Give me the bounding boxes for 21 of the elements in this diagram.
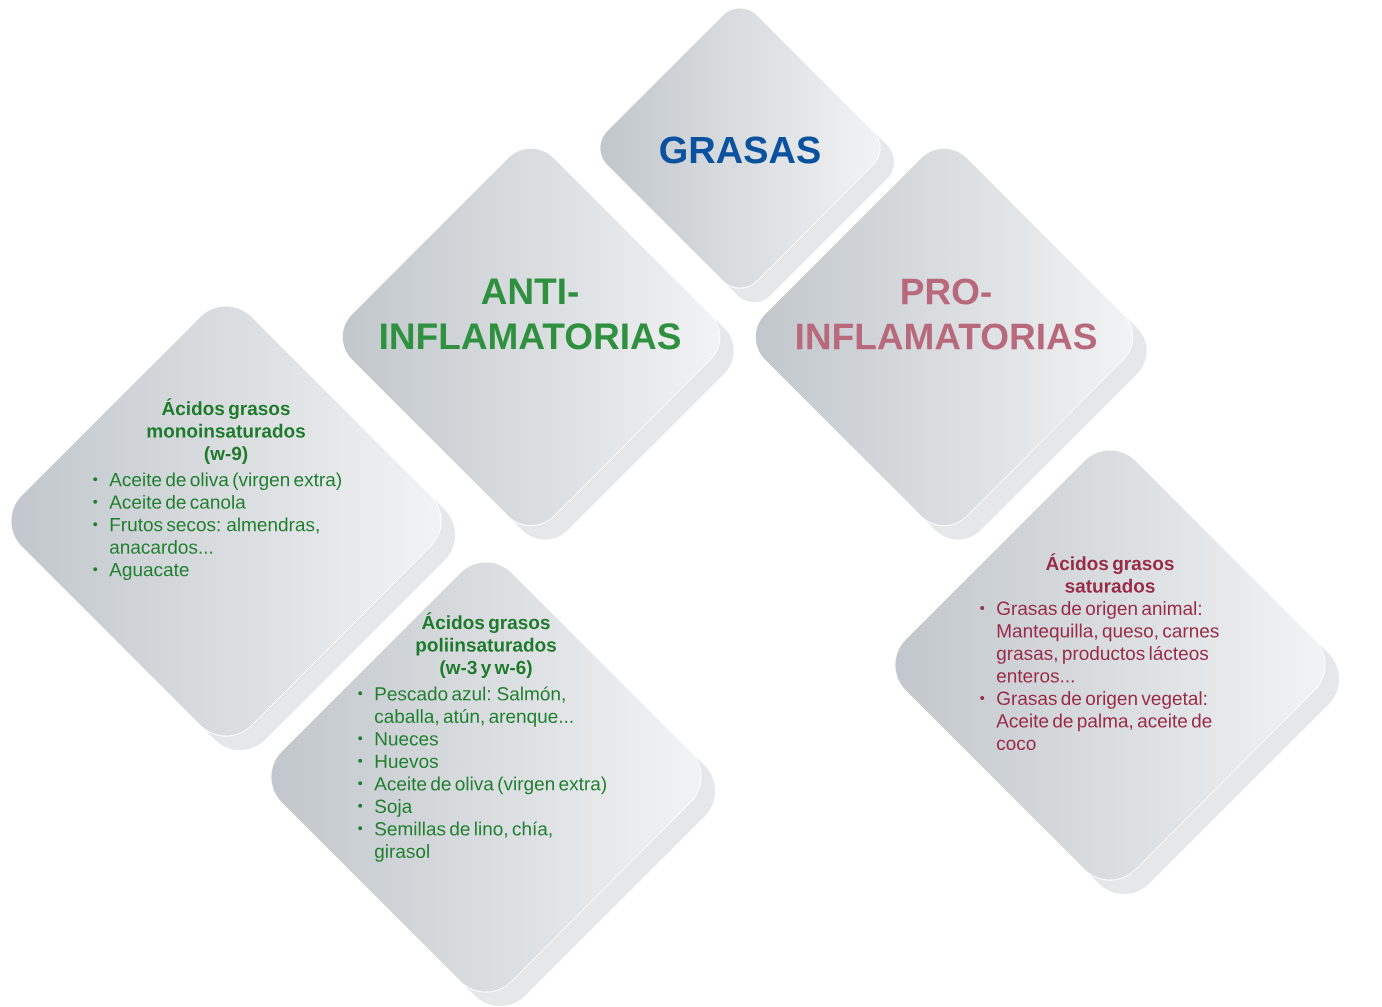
heading: Ácidos grasos poliinsaturados (w-3 y w-6) — [416, 612, 556, 678]
list-item: Grasas de origen animal: Mantequilla, queso, carnes grasas, productos lácteos enteros... — [980, 601, 1219, 683]
list-item: Semillas de lino, chía, girasol — [358, 821, 552, 862]
diamond-card — [599, 7, 895, 303]
list-item: Aceite de oliva (virgen extra) — [93, 472, 341, 491]
heading: Ácidos grasos saturados — [1046, 553, 1174, 593]
list-item: Aguacate — [93, 563, 189, 581]
diamond-card — [270, 561, 716, 1007]
heading: GRASAS — [660, 136, 820, 164]
list-item: Grasas de origen vegetal: Aceite de palma, aceite de coco — [980, 691, 1212, 751]
heading: PRO- INFLAMATORIAS — [797, 278, 1096, 350]
list-item: Pescado azul: Salmón, caballa, atún, arenque... — [358, 686, 573, 727]
heading: ANTI- INFLAMATORIAS — [381, 278, 680, 350]
list-item: Soja — [358, 799, 413, 817]
list-item: Nueces — [358, 732, 438, 746]
list-item: Aceite de oliva (virgen extra) — [358, 776, 606, 795]
heading: Ácidos grasos monoinsaturados (w-9) — [147, 398, 305, 464]
list-item: Huevos — [358, 754, 438, 769]
diamond-card — [894, 449, 1340, 895]
list-item: Frutos secos: almendras, anacardos... — [93, 517, 319, 554]
list-item: Aceite de canola — [93, 494, 246, 509]
